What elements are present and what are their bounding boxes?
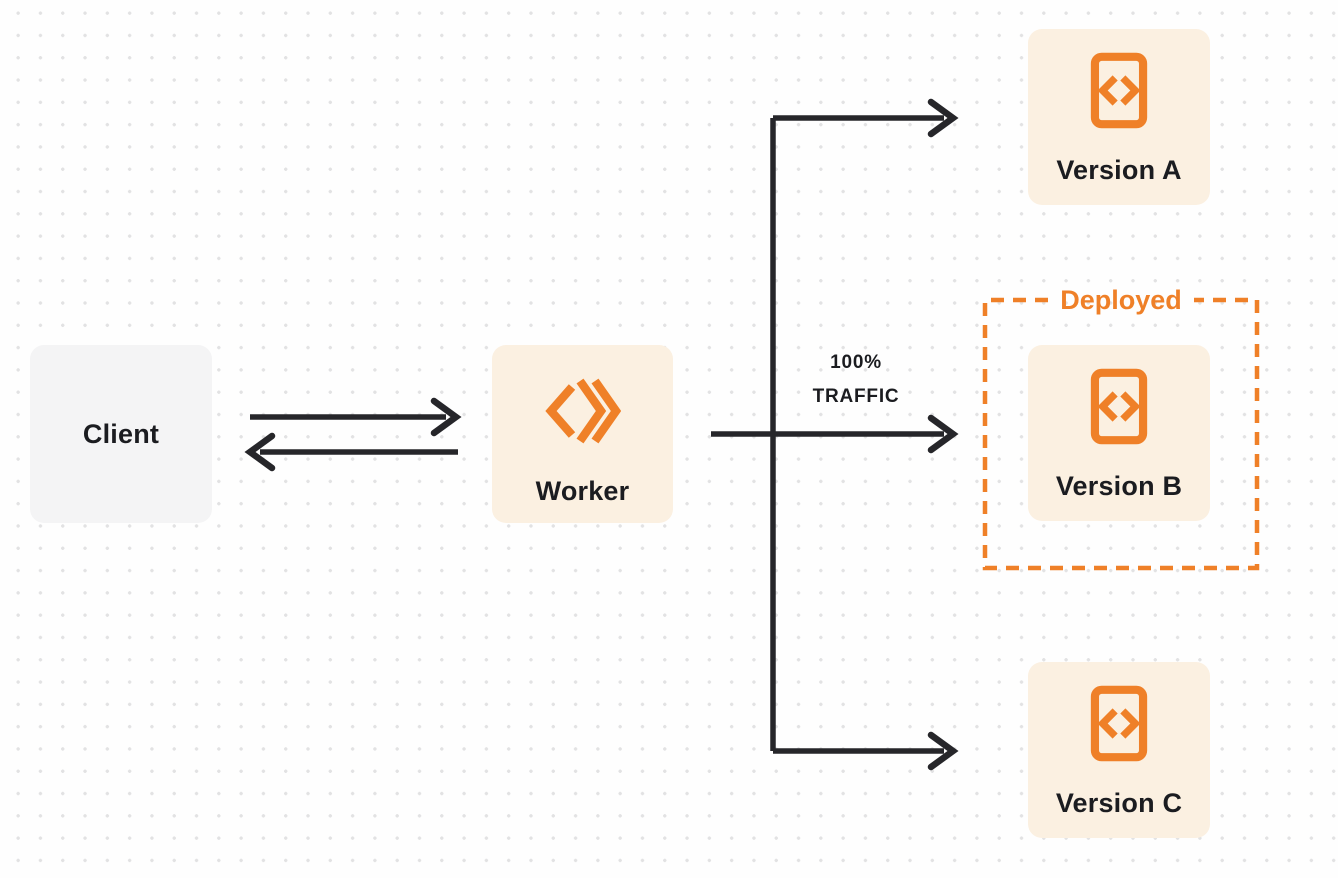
node-version-a: Version A	[1028, 29, 1210, 205]
node-label: Client	[82, 418, 160, 449]
traffic-percent: 100%	[830, 352, 882, 373]
workers-logo-icon	[544, 378, 621, 444]
traffic-label: 100% TRAFFIC	[780, 346, 932, 414]
node-version-c: Version C	[1028, 662, 1210, 838]
node-label: Version C	[1055, 788, 1183, 818]
traffic-word: TRAFFIC	[812, 386, 900, 407]
node-label: Worker	[535, 476, 630, 506]
arrow-worker-to-client-head	[244, 432, 276, 472]
code-file-icon	[1090, 368, 1148, 445]
arrow-to-version-c-head	[927, 731, 959, 771]
node-label: Version A	[1056, 155, 1182, 185]
arrow-client-to-worker-head	[430, 397, 462, 437]
arrow-to-version-a-head	[927, 98, 959, 138]
code-file-icon	[1090, 52, 1148, 129]
arrow-to-version-b-head	[927, 414, 959, 454]
deployed-label: Deployed	[1060, 285, 1182, 315]
node-version-b: Version B	[1028, 345, 1210, 521]
node-worker: Worker	[492, 345, 673, 523]
code-file-icon	[1090, 685, 1148, 762]
node-label: Version B	[1055, 471, 1183, 501]
node-client: Client	[30, 345, 212, 523]
